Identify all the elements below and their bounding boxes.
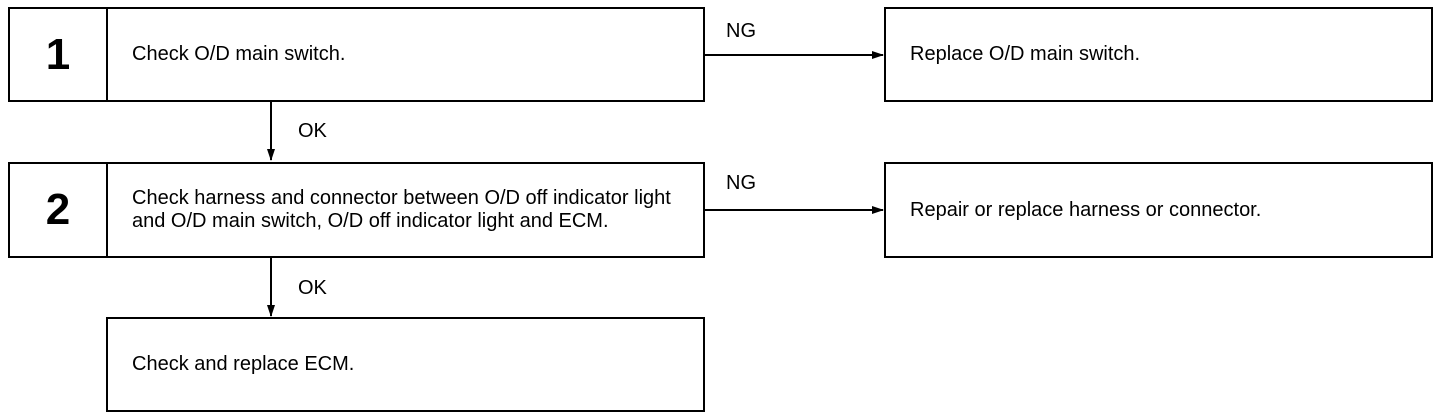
step-2-number: 2 xyxy=(10,164,108,256)
step-2-ok-label: OK xyxy=(298,277,327,299)
step-1-ng-label: NG xyxy=(726,20,756,42)
step-1-text: Check O/D main switch. xyxy=(132,43,346,65)
step-1-number: 1 xyxy=(10,9,108,100)
step-2-ng-action-box: Repair or replace harness or connector. xyxy=(884,162,1433,258)
step-2-text: Check harness and connector between O/D … xyxy=(132,187,671,232)
step-1-ng-action-text: Replace O/D main switch. xyxy=(910,43,1141,65)
step-2-ng-label: NG xyxy=(726,172,756,194)
final-action-box: Check and replace ECM. xyxy=(106,317,705,412)
step-2-box: 2 Check harness and connector between O/… xyxy=(8,162,705,258)
step-1-box: 1 Check O/D main switch. xyxy=(8,7,705,102)
step-1-ng-action-box: Replace O/D main switch. xyxy=(884,7,1433,102)
final-action-text: Check and replace ECM. xyxy=(132,353,355,375)
step-2-ng-action-text: Repair or replace harness or connector. xyxy=(910,198,1262,221)
step-1-ok-label: OK xyxy=(298,120,327,142)
